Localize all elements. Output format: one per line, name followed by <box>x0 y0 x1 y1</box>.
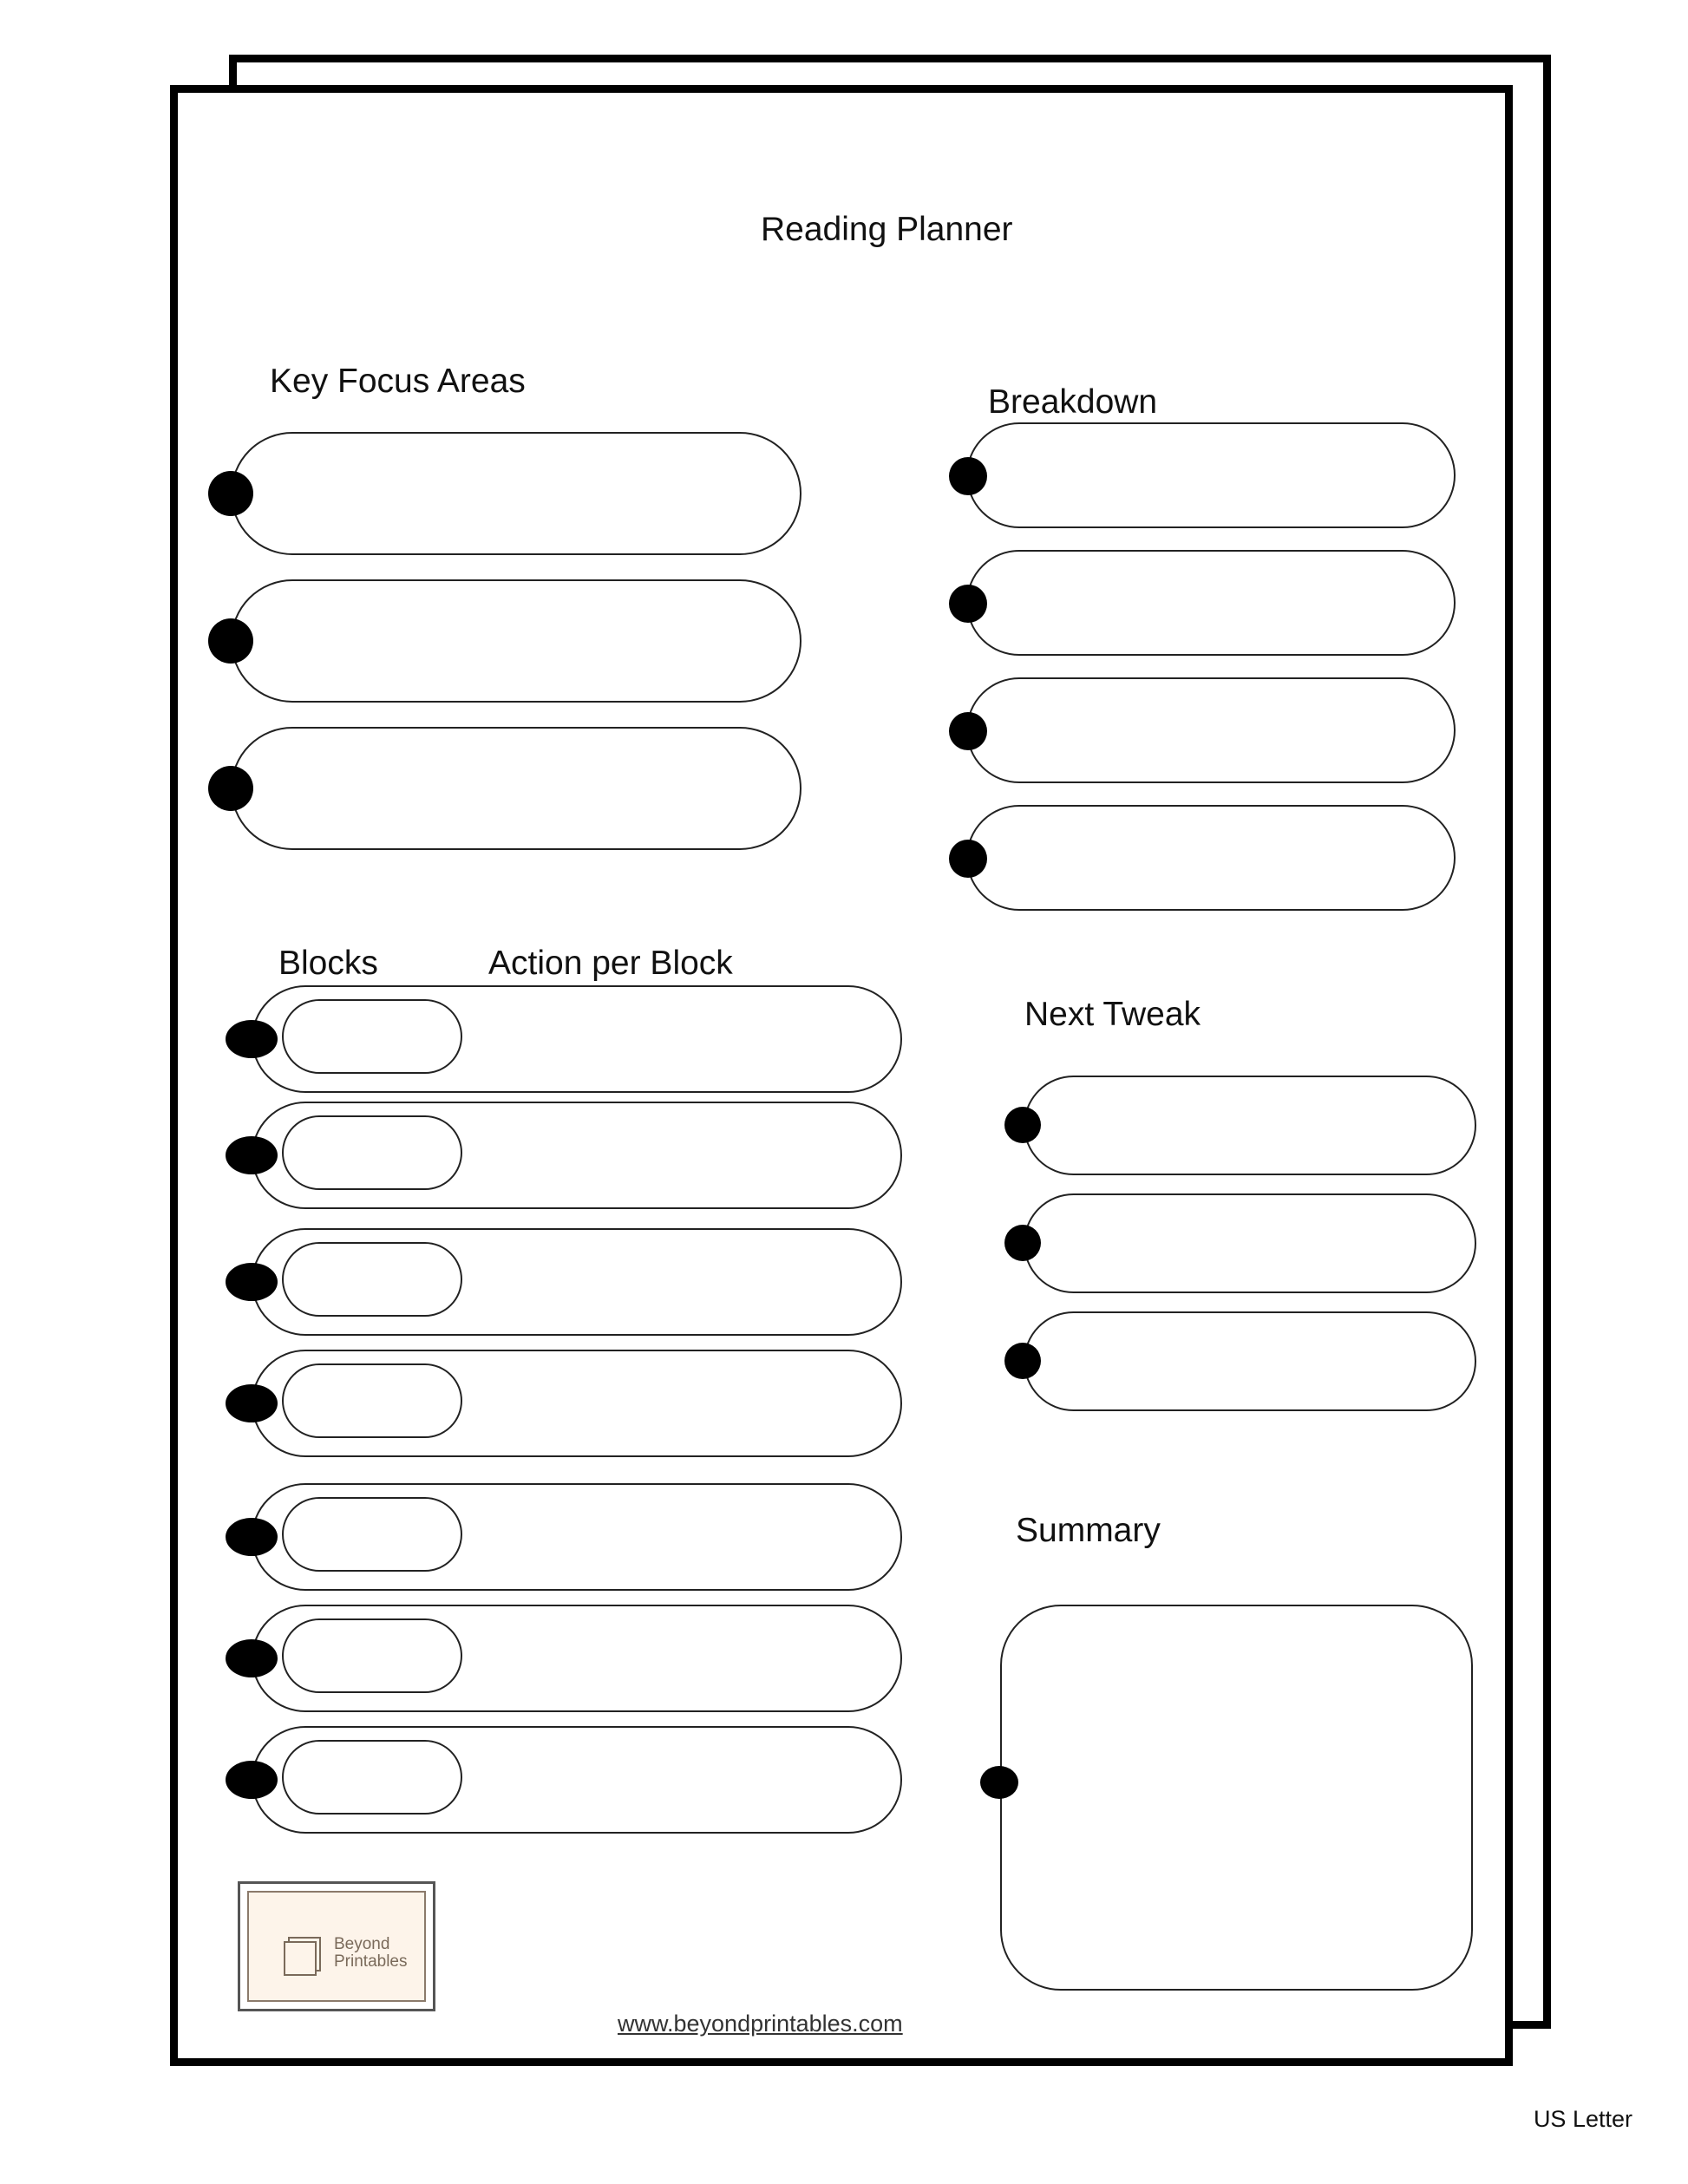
page-title: Reading Planner <box>761 211 1013 248</box>
breakdown-field[interactable] <box>966 550 1456 656</box>
bullet-dot <box>226 1263 278 1301</box>
next-tweak-field[interactable] <box>1024 1311 1476 1411</box>
bullet-dot <box>226 1639 278 1677</box>
block-field[interactable] <box>282 1363 462 1438</box>
block-field[interactable] <box>282 999 462 1074</box>
breakdown-heading: Breakdown <box>988 383 1158 421</box>
next-tweak-field[interactable] <box>1024 1076 1476 1175</box>
bullet-dot <box>1004 1343 1041 1379</box>
paper-size-label: US Letter <box>1533 2106 1632 2132</box>
block-field[interactable] <box>282 1497 462 1572</box>
next-tweak-heading: Next Tweak <box>1024 996 1201 1033</box>
bullet-dot <box>1004 1107 1041 1143</box>
key-focus-field[interactable] <box>231 432 801 555</box>
logo-pages-icon <box>284 1937 321 1976</box>
breakdown-field[interactable] <box>966 677 1456 783</box>
block-field[interactable] <box>282 1242 462 1317</box>
bullet-dot <box>208 766 253 811</box>
bullet-dot <box>226 1136 278 1174</box>
bullet-dot <box>980 1766 1018 1799</box>
bullet-dot <box>226 1020 278 1058</box>
logo-line-1: Beyond <box>334 1935 390 1953</box>
block-field[interactable] <box>282 1618 462 1693</box>
next-tweak-field[interactable] <box>1024 1193 1476 1293</box>
summary-field[interactable] <box>1000 1605 1473 1991</box>
breakdown-field[interactable] <box>966 805 1456 911</box>
key-focus-areas-heading: Key Focus Areas <box>270 363 526 400</box>
block-field[interactable] <box>282 1740 462 1815</box>
bullet-dot <box>226 1518 278 1556</box>
bullet-dot <box>226 1384 278 1422</box>
website-link[interactable]: www.beyondprintables.com <box>618 2011 903 2037</box>
bullet-dot <box>949 457 987 495</box>
action-per-block-heading: Action per Block <box>488 945 733 982</box>
bullet-dot <box>208 618 253 664</box>
block-field[interactable] <box>282 1115 462 1190</box>
bullet-dot <box>226 1761 278 1799</box>
breakdown-field[interactable] <box>966 422 1456 528</box>
bullet-dot <box>949 712 987 750</box>
blocks-heading: Blocks <box>278 945 378 982</box>
key-focus-field[interactable] <box>231 727 801 850</box>
bullet-dot <box>208 471 253 516</box>
logo-line-2: Printables <box>334 1952 408 1971</box>
bullet-dot <box>949 585 987 623</box>
key-focus-field[interactable] <box>231 579 801 703</box>
brand-logo: Beyond Printables <box>238 1881 435 2011</box>
bullet-dot <box>1004 1225 1041 1261</box>
bullet-dot <box>949 840 987 878</box>
summary-heading: Summary <box>1016 1512 1161 1549</box>
logo-text: Beyond Printables <box>334 1936 408 1971</box>
